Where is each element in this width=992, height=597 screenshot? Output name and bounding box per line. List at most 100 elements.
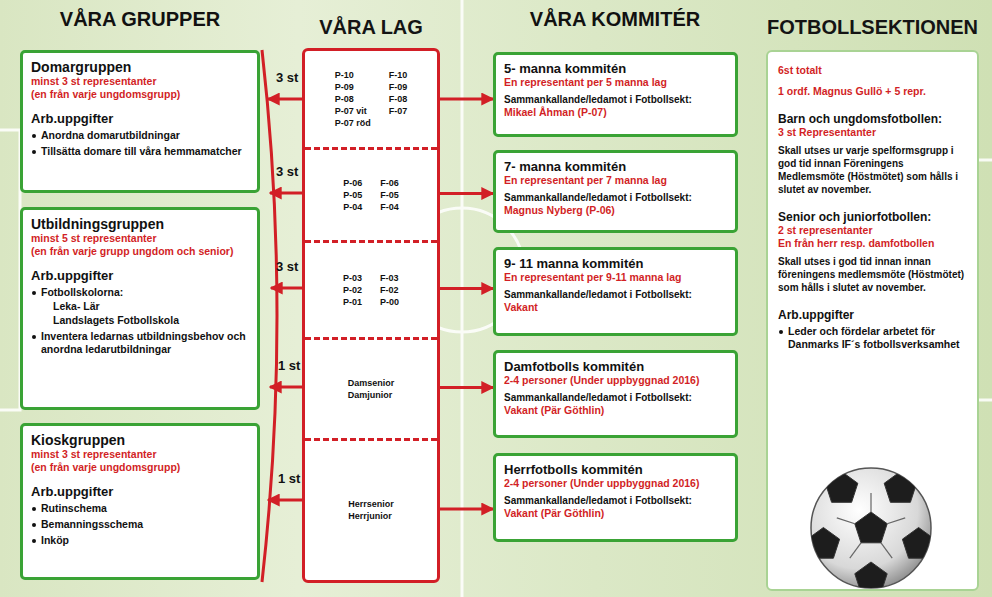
node-text: P-02: [343, 285, 362, 296]
connector-arrow: [437, 508, 493, 511]
group-box: Herrfotbolls kommitén2-4 personer (Under…: [493, 453, 738, 542]
heading-label: 3 st: [276, 164, 298, 179]
node-text: minst 3 st representanter: [31, 448, 249, 461]
node-text: 3 st Representanter: [778, 126, 967, 139]
node-text: (en från varje ungdomsgrupp): [31, 88, 249, 101]
node-text: Arb.uppgifter: [31, 484, 249, 499]
node-text: minst 5 st representanter: [31, 232, 249, 245]
group-box: Kioskgruppenminst 3 st representanter(en…: [20, 423, 260, 580]
node-text: P-04: [343, 202, 362, 213]
heading-label: VÅRA KOMMITÉR: [530, 8, 700, 31]
node-text: Herrjunior: [348, 511, 394, 522]
node-text: Domargruppen: [31, 59, 249, 75]
heading-label: VÅRA GRUPPER: [60, 8, 220, 31]
node-text: Rutinschema: [31, 502, 249, 515]
node-text: En representant per 7 manna lag: [504, 174, 727, 187]
heading-label: 3 st: [276, 259, 298, 274]
group-arrows: [268, 99, 302, 500]
group-box: Damfotbolls kommitén2-4 personer (Under …: [493, 350, 738, 438]
node-text: Skall utses i god tid innan innan föreni…: [778, 255, 967, 294]
node-text: 7- manna kommitén: [504, 159, 727, 174]
node-text: Fotbollskolorna:: [31, 286, 249, 299]
node-text: Damsenior: [348, 378, 395, 389]
node-text: Arb.uppgifter: [31, 268, 249, 283]
node-text: Vakant: [504, 301, 727, 314]
column-frame: VÅRA LAG P-10 F-10P-09 F-09P-08 F-08P-07 vit…: [302, 8, 440, 583]
node-text: Barn och ungdomsfotbollen:: [778, 112, 967, 126]
node-text: Sammankallande/ledamot i Fotbollsekt:: [504, 495, 727, 507]
team-section: P-10F-10P-09F-09P-08F-08P-07 vitF-07P-07…: [305, 51, 437, 147]
node-text: F-03: [380, 273, 399, 284]
node-text: P-00: [380, 297, 399, 308]
node-text: Herrfotbolls kommitén: [504, 462, 727, 477]
node-text: Mikael Åhman (P-07): [504, 106, 727, 119]
node-text: Sammankallande/ledamot i Fotbollsekt:: [504, 392, 727, 404]
node-text: 9- 11 manna kommitén: [504, 256, 727, 271]
connector-arrow: [437, 98, 493, 101]
team-grid: HerrseniorHerrjunior: [348, 499, 394, 522]
node-text: P-08: [335, 94, 371, 105]
node-text: 6st totalt: [778, 64, 967, 77]
node-text: Inköp: [31, 534, 249, 547]
group-box: 5- manna kommiténEn representant per 5 m…: [493, 52, 738, 137]
node-text: Senior och juniorfotbollen:: [778, 210, 967, 224]
node-text: Tillsätta domare till våra hemmamatcher: [31, 145, 249, 158]
node-text: F-04: [380, 202, 399, 213]
team-grid: DamseniorDamjunior: [348, 378, 395, 401]
node-text: Skall utses ur varje spelformsgrupp i go…: [778, 144, 967, 196]
team-section: HerrseniorHerrjunior: [305, 438, 437, 580]
heading-label: 1 st: [278, 358, 300, 373]
node-text: 2 st representanter: [778, 224, 967, 237]
bracket: [262, 50, 277, 582]
node-text: F-05: [380, 190, 399, 201]
heading-label: 1 st: [278, 471, 300, 486]
node-text: P-07 röd: [335, 118, 371, 129]
node-text: 1 ordf. Magnus Gullö + 5 repr.: [778, 85, 967, 98]
node-text: 5- manna kommitén: [504, 61, 727, 76]
node-text: F-06: [380, 178, 399, 189]
node-text: Vakant (Pär Göthlin): [504, 404, 727, 417]
node-text: P-07 vit: [335, 106, 371, 117]
node-text: Damjunior: [348, 390, 395, 401]
node-text: Leder och fördelar arbetet för Danmarks …: [778, 325, 967, 351]
team-grid: P-03F-03P-02F-02P-01P-00: [343, 273, 399, 308]
node-text: P-01: [343, 297, 362, 308]
node-text: En representant per 9-11 manna lag: [504, 271, 727, 284]
team-grid: P-10F-10P-09F-09P-08F-08P-07 vitF-07P-07…: [335, 70, 408, 129]
node-text: 2-4 personer (Under uppbyggnad 2016): [504, 374, 727, 387]
node-text: P-10: [335, 70, 371, 81]
node-text: F-08: [389, 94, 408, 105]
node-text: Vakant (Pär Göthlin): [504, 507, 727, 520]
node-text: Arb.uppgifter: [778, 308, 967, 322]
node-text: En representant per 5 manna lag: [504, 76, 727, 89]
node-text: Inventera ledarnas utbildningsbehov och …: [31, 330, 249, 356]
group-box: Utbildningsgruppenminst 5 st representan…: [20, 207, 260, 410]
node-text: Leka- Lär: [31, 300, 249, 313]
node-text: (en från varje grupp ungdom och senior): [31, 245, 249, 258]
node-text: Herrsenior: [348, 499, 394, 510]
node-text: Utbildningsgruppen: [31, 216, 249, 232]
frame-content: 6st totalt 1 ordf. Magnus Gullö + 5 repr.…: [766, 54, 979, 361]
group-box: Domargruppenminst 3 st representanter(en…: [20, 50, 260, 193]
connector-arrow: [437, 386, 493, 389]
group-box: 7- manna kommiténEn representant per 7 m…: [493, 150, 738, 233]
node-text: Sammankallande/ledamot i Fotbollsekt:: [504, 289, 727, 301]
node-text: Arb.uppgifter: [31, 111, 249, 126]
node-text: P-06: [343, 178, 362, 189]
node-text: F-10: [389, 70, 408, 81]
node-text: Landslagets Fotbollskola: [31, 314, 249, 327]
node-text: P-09: [335, 82, 371, 93]
node-text: VÅRA LAG: [319, 16, 423, 39]
team-grid: P-06F-06P-05F-05P-04F-04: [343, 178, 399, 213]
node-text: FOTBOLLSEKTIONEN: [767, 16, 978, 39]
node-text: Kioskgruppen: [31, 432, 249, 448]
node-text: minst 3 st representanter: [31, 75, 249, 88]
node-text: Sammankallande/ledamot i Fotbollsekt:: [504, 192, 727, 204]
connector-arrow: [437, 192, 493, 195]
node-text: Damfotbolls kommitén: [504, 359, 727, 374]
node-text: F-09: [389, 82, 408, 93]
team-section: P-03F-03P-02F-02P-01P-00: [305, 240, 437, 337]
